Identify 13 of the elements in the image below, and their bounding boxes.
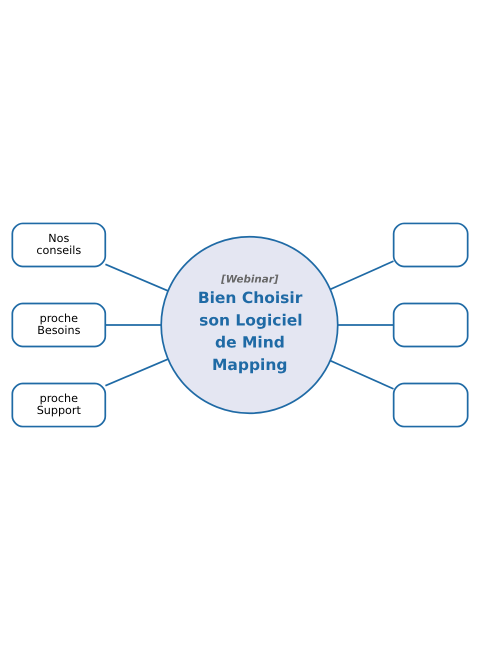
connector (105, 264, 168, 292)
connector (330, 360, 394, 390)
node-box: proche Support (11, 382, 106, 428)
node-box (392, 222, 469, 268)
connector (338, 324, 394, 326)
node-circle: [Webinar] Bien Choisir son Logiciel de Mind Mapping (160, 236, 339, 414)
connector (330, 260, 394, 290)
node-box: proche Besoins (11, 302, 106, 348)
node-box: Nos conseils (11, 222, 106, 268)
connector (105, 358, 168, 386)
connector (105, 324, 162, 326)
node-box (392, 302, 469, 348)
node-box (392, 382, 469, 428)
